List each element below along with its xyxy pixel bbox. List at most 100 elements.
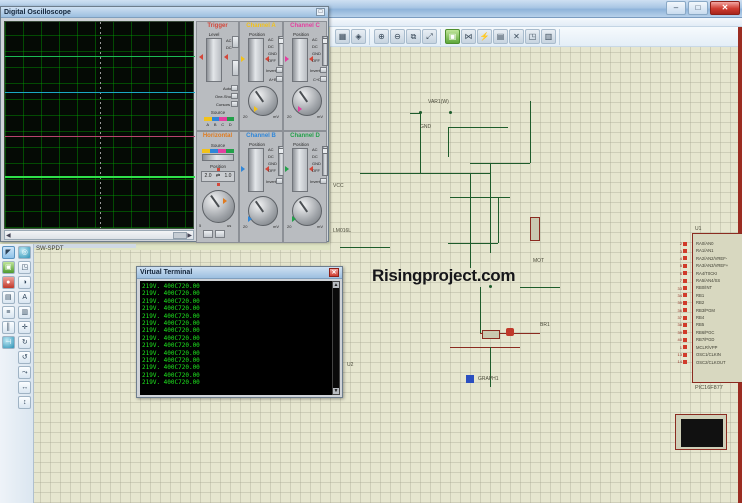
channel-c-invert-label[interactable]: Invert bbox=[310, 68, 321, 73]
channel-b-ground-marker[interactable] bbox=[265, 166, 269, 172]
mirror-vertical-icon[interactable]: ↕ bbox=[18, 396, 32, 409]
channel-b-volts-div-knob[interactable] bbox=[248, 196, 278, 226]
channel-a-sum-label[interactable]: A+B bbox=[269, 77, 277, 82]
zoom-in-icon[interactable]: ⊕ bbox=[374, 29, 389, 44]
trigger-coupling-ac[interactable]: AC bbox=[226, 38, 232, 43]
instruments-icon[interactable]: ◎ bbox=[18, 246, 32, 259]
channel-a-volts-div-knob[interactable] bbox=[248, 86, 278, 116]
grid-icon[interactable]: ▦ bbox=[335, 29, 350, 44]
horizontal-source-colors[interactable] bbox=[202, 149, 234, 153]
microcontroller-component[interactable]: U1 RA0/AN0 RA1/AN1 RA2/AN2/VREF- RA3/AN3… bbox=[678, 226, 742, 391]
channel-a-position-slider[interactable] bbox=[248, 38, 264, 82]
channel-d-invert-label[interactable]: Invert bbox=[310, 179, 321, 184]
graph-mode-icon[interactable]: ▥ bbox=[18, 306, 32, 319]
channel-d-position-slider[interactable] bbox=[292, 148, 308, 192]
netlist-icon[interactable]: ⋈ bbox=[461, 29, 476, 44]
rotation-angle-icon[interactable]: ⤳ bbox=[18, 366, 32, 379]
channel-c-sum-label[interactable]: C+D bbox=[313, 77, 322, 82]
trigger-coupling-toggle[interactable] bbox=[232, 36, 239, 48]
channel-b-invert-label[interactable]: Invert bbox=[266, 179, 277, 184]
trigger-slope-toggle[interactable] bbox=[232, 60, 239, 76]
trigger-level-marker-right[interactable] bbox=[224, 54, 228, 60]
channel-d-volts-div-knob[interactable] bbox=[292, 196, 322, 226]
minimize-button[interactable]: – bbox=[666, 1, 686, 15]
device-pin-mode-icon[interactable]: ✛ bbox=[18, 321, 32, 334]
channel-c-position-slider[interactable] bbox=[292, 38, 308, 82]
channel-b-coupling-gnd[interactable]: GND bbox=[268, 161, 277, 166]
channel-d-panel[interactable]: Channel D Position AC DC GND OFF Invert … bbox=[283, 131, 328, 243]
horizontal-position-readout[interactable]: 2.0 ⇄ 1.0 bbox=[201, 171, 235, 182]
channel-c-coupling-slider[interactable] bbox=[322, 36, 328, 66]
channel-b-position-marker[interactable] bbox=[241, 166, 245, 172]
origin-icon[interactable]: ◈ bbox=[351, 29, 366, 44]
channel-b-coupling-off[interactable]: OFF bbox=[268, 168, 276, 173]
scrollbar-thumb[interactable] bbox=[173, 231, 188, 239]
bill-of-materials-icon[interactable]: ▤ bbox=[493, 29, 508, 44]
component-mode-icon[interactable]: ▣ bbox=[445, 29, 460, 44]
component-bridge[interactable] bbox=[482, 330, 500, 339]
scroll-right-arrow[interactable]: ▶ bbox=[187, 232, 192, 239]
trigger-oneshot-button[interactable] bbox=[231, 93, 238, 99]
component-led[interactable] bbox=[506, 328, 514, 336]
component-mode-icon[interactable]: ▣ bbox=[1, 261, 15, 274]
trigger-cursors-label[interactable]: Cursors bbox=[216, 102, 231, 107]
channel-b-invert-button[interactable] bbox=[276, 178, 283, 184]
channel-c-coupling-dc[interactable]: DC bbox=[312, 44, 318, 49]
wire-label-mode-icon[interactable]: ▤ bbox=[1, 291, 15, 304]
channel-c-ground-marker[interactable] bbox=[309, 56, 313, 62]
channel-b-coupling-ac[interactable]: AC bbox=[268, 147, 274, 152]
mirror-horizontal-icon[interactable]: ↔ bbox=[18, 381, 32, 394]
oscilloscope-close-button[interactable]: □ bbox=[316, 8, 325, 16]
source-d[interactable]: D bbox=[228, 122, 232, 127]
channel-c-position-marker[interactable] bbox=[285, 56, 289, 62]
channel-c-volts-div-knob[interactable] bbox=[292, 86, 322, 116]
source-a[interactable]: A bbox=[206, 122, 210, 127]
menu-strip[interactable] bbox=[0, 18, 742, 27]
channel-c-sum-button[interactable] bbox=[320, 76, 327, 82]
virtual-terminal-output[interactable]: 219V. 400C720.00 219V. 400C720.00 219V. … bbox=[140, 281, 333, 395]
channel-a-coupling-dc[interactable]: DC bbox=[268, 44, 274, 49]
trigger-coupling-dc[interactable]: DC bbox=[226, 45, 232, 50]
probe-icon[interactable]: ◳ bbox=[18, 261, 32, 274]
channel-d-invert-button[interactable] bbox=[320, 178, 327, 184]
generator-icon[interactable]: ◑ bbox=[18, 276, 32, 289]
channel-d-ground-marker[interactable] bbox=[309, 166, 313, 172]
channel-a-panel[interactable]: Channel A Position AC DC GND OFF Invert … bbox=[239, 21, 284, 131]
electrical-rules-icon[interactable]: ⚡ bbox=[477, 29, 492, 44]
zoom-fit-icon[interactable]: ⤢ bbox=[422, 29, 437, 44]
horizontal-button-1[interactable] bbox=[203, 230, 213, 238]
trigger-panel[interactable]: Trigger Level AC DC Auto One-Shot Cursor… bbox=[196, 21, 239, 131]
zoom-area-icon[interactable]: ⧉ bbox=[406, 29, 421, 44]
maximize-button[interactable]: □ bbox=[688, 1, 708, 15]
virtual-terminal-close-button[interactable]: ✕ bbox=[329, 268, 339, 277]
channel-d-coupling-dc[interactable]: DC bbox=[312, 154, 318, 159]
trigger-level-marker[interactable] bbox=[199, 54, 203, 60]
schematic-canvas[interactable]: VAR1(W) GND VCC LM016L BR1 MOT U2 GRAPH1… bbox=[330, 47, 742, 503]
source-b[interactable]: B bbox=[213, 122, 217, 127]
virtual-terminal-scrollbar[interactable]: ▲ ▼ bbox=[332, 281, 340, 395]
channel-a-position-marker[interactable] bbox=[241, 56, 245, 62]
virtual-terminal-window[interactable]: Virtual Terminal ✕ 219V. 400C720.00 219V… bbox=[136, 266, 343, 398]
rotate-clockwise-icon[interactable]: ↻ bbox=[18, 336, 32, 349]
scroll-left-arrow[interactable]: ◀ bbox=[6, 232, 11, 239]
trigger-auto-button[interactable] bbox=[231, 85, 238, 91]
channel-a-invert-button[interactable] bbox=[276, 67, 283, 73]
channel-d-position-marker[interactable] bbox=[285, 166, 289, 172]
channel-c-invert-button[interactable] bbox=[320, 67, 327, 73]
3d-view-icon[interactable]: ◳ bbox=[525, 29, 540, 44]
channel-c-coupling-gnd[interactable]: GND bbox=[312, 51, 321, 56]
black-component[interactable] bbox=[675, 414, 727, 450]
channel-a-coupling-ac[interactable]: AC bbox=[268, 37, 274, 42]
channel-b-panel[interactable]: Channel B Position AC DC GND OFF Invert … bbox=[239, 131, 284, 243]
motor-component[interactable] bbox=[530, 217, 540, 241]
channel-d-coupling-slider[interactable] bbox=[322, 146, 328, 176]
scroll-down-arrow[interactable]: ▼ bbox=[333, 388, 339, 394]
channel-a-invert-label[interactable]: Invert bbox=[266, 68, 277, 73]
channel-a-coupling-off[interactable]: OFF bbox=[268, 58, 276, 63]
source-c[interactable]: C bbox=[221, 122, 225, 127]
channel-a-sum-button[interactable] bbox=[276, 76, 283, 82]
selection-mode-icon[interactable]: ◤ bbox=[1, 246, 15, 259]
channel-c-coupling-off[interactable]: OFF bbox=[312, 58, 320, 63]
netlist-compiler-icon[interactable]: ✕ bbox=[509, 29, 524, 44]
close-button[interactable]: ✕ bbox=[710, 1, 740, 15]
